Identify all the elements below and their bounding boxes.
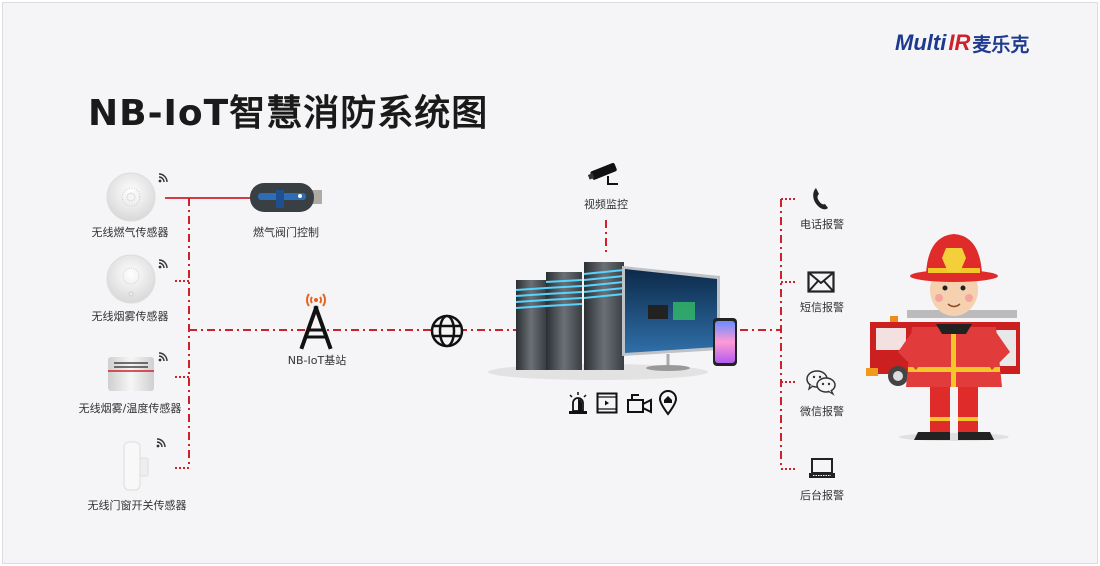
wireless-signal-icon: [156, 438, 166, 448]
sensor-label-door-window: 无线门窗开关传感器: [87, 499, 187, 512]
gas-valve-icon: [250, 183, 322, 212]
logo-chinese: 麦乐克: [972, 33, 1030, 56]
server-monitor-icon: [488, 262, 737, 380]
location-pin-icon: [658, 390, 678, 416]
wechat-icon: [806, 370, 836, 396]
wireless-signal-icon: [158, 352, 168, 362]
sensor-label-smoke: 无线烟雾传感器: [91, 310, 169, 323]
sensor-label-smoke-temp: 无线烟雾/温度传感器: [78, 402, 182, 415]
wireless-signal-icon: [158, 173, 168, 183]
base-station-label: NB-IoT基站: [287, 354, 347, 367]
video-label: 视频监控: [584, 198, 628, 211]
globe-icon: [430, 314, 464, 348]
alert-label-phone: 电话报警: [800, 218, 844, 231]
alarm-siren-icon: [569, 392, 587, 414]
antenna-tower-icon: [299, 293, 333, 350]
logo-latin: Multi: [895, 30, 947, 55]
alert-label-sms: 短信报警: [800, 301, 844, 314]
cctv-camera-icon: [588, 162, 618, 185]
video-film-icon: [596, 392, 618, 414]
smoke-temp-sensor-icon: [108, 357, 154, 391]
envelope-icon: [807, 271, 835, 293]
sensor-label-gas: 无线燃气传感器: [91, 226, 169, 239]
video-camera-icon: [627, 394, 652, 414]
alert-label-wechat: 微信报警: [800, 405, 844, 418]
wireless-signal-icon: [158, 259, 168, 269]
valve-label: 燃气阀门控制: [253, 226, 319, 239]
laptop-icon: [809, 458, 835, 478]
page-title: NB-IoT智慧消防系统图: [88, 93, 489, 134]
brand-logo: Multi IR 麦乐克: [895, 28, 1029, 58]
smoke-sensor-icon: [106, 254, 156, 304]
door-window-sensor-icon: [123, 441, 149, 491]
alert-label-backend: 后台报警: [800, 489, 844, 502]
gas-sensor-icon: [106, 172, 156, 222]
firefighter-illustration: [866, 234, 1020, 441]
phone-icon: [813, 188, 828, 210]
logo-mark: IR: [948, 30, 971, 55]
